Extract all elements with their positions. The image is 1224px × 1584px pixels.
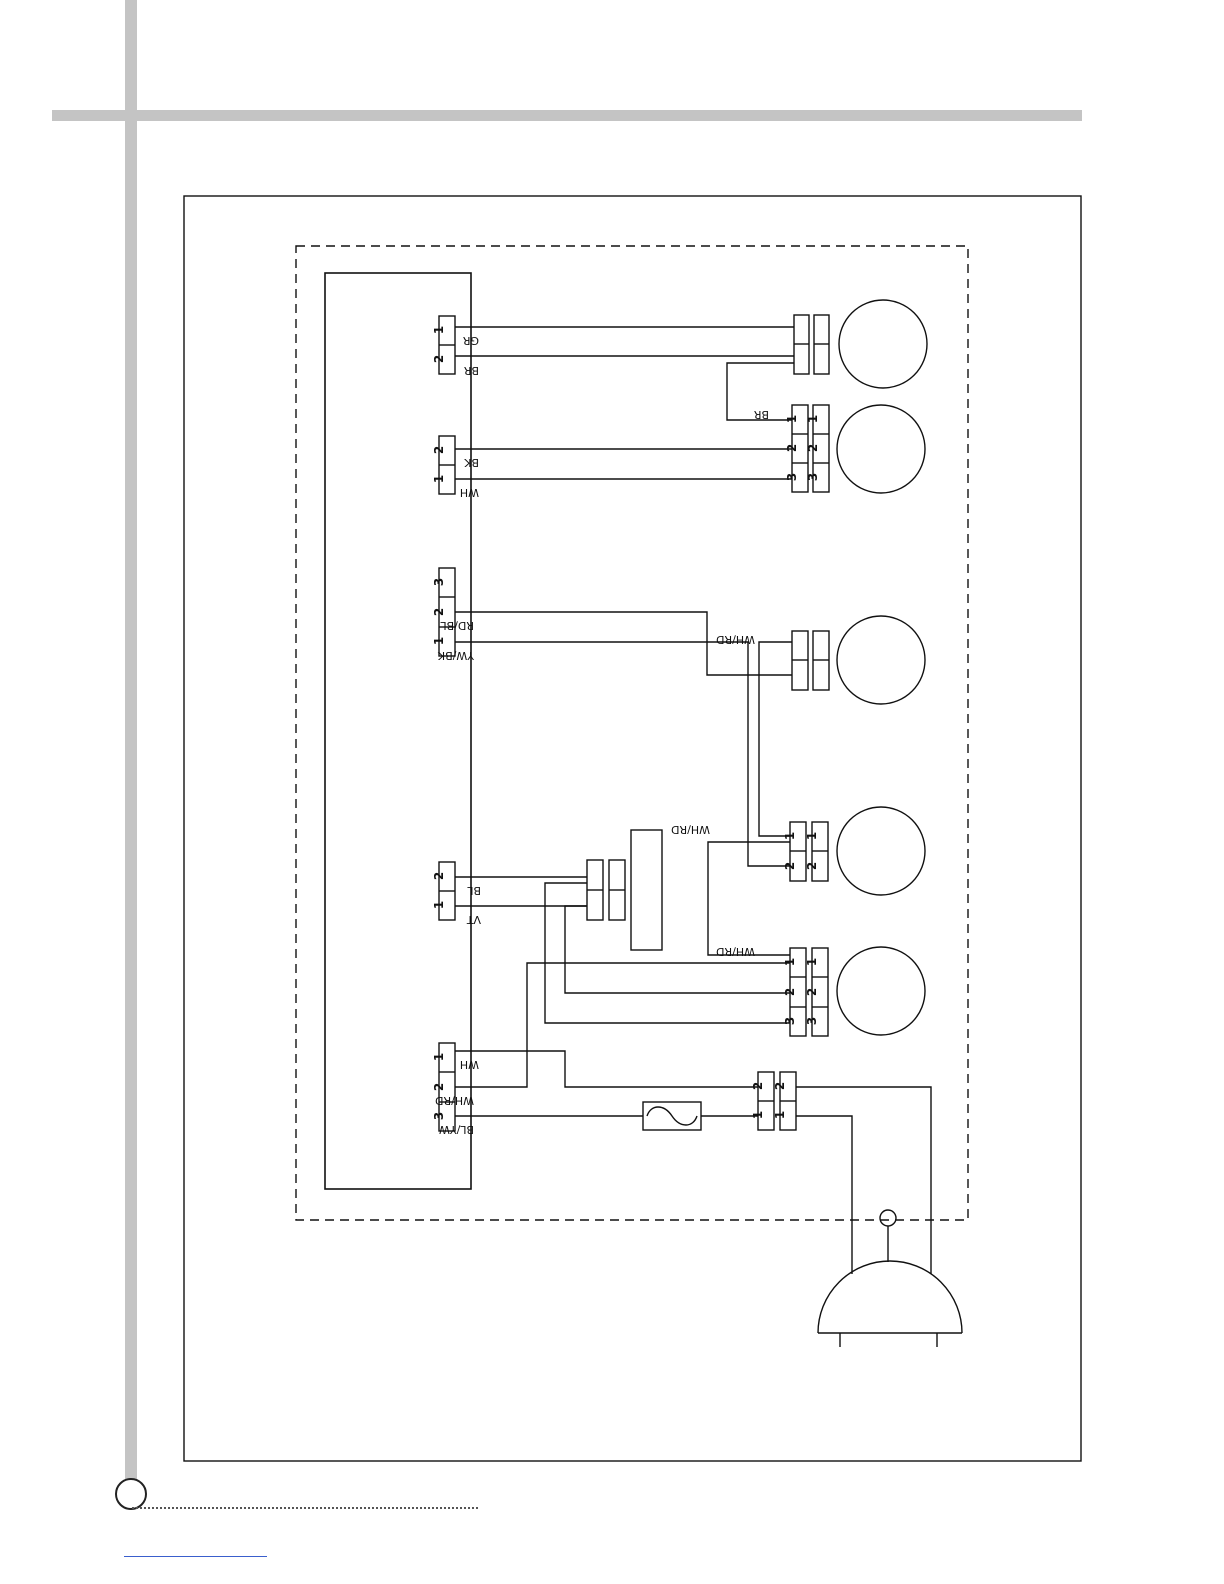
pin-number: 1 bbox=[805, 958, 819, 966]
power-plug bbox=[818, 1261, 962, 1333]
pin-number: 1 bbox=[785, 415, 799, 423]
pin-number: 2 bbox=[773, 1082, 787, 1090]
component-circle-3 bbox=[837, 616, 925, 704]
pin-number: 2 bbox=[432, 1083, 446, 1091]
pin-number: 1 bbox=[783, 832, 797, 840]
label-bk: BK bbox=[463, 456, 479, 469]
pin-number: 2 bbox=[432, 872, 446, 880]
label-gr: GR bbox=[462, 334, 479, 347]
pin-number: 2 bbox=[751, 1082, 765, 1090]
pin-number: 1 bbox=[783, 958, 797, 966]
footer-link-rule bbox=[124, 1556, 267, 1557]
pin-number: 3 bbox=[783, 1017, 797, 1025]
pin-number: 1 bbox=[432, 1053, 446, 1061]
pin-number: 2 bbox=[783, 862, 797, 870]
pin-number: 3 bbox=[432, 578, 446, 586]
pin-number: 2 bbox=[805, 988, 819, 996]
pin-number: 1 bbox=[432, 326, 446, 334]
label-wh-rd-b: WH/RD bbox=[716, 633, 755, 646]
label-wh-a: WH bbox=[460, 486, 479, 499]
component-circle-4 bbox=[837, 807, 925, 895]
middle-component bbox=[631, 830, 662, 950]
pin-number: 3 bbox=[785, 473, 799, 481]
label-wh-rd-a: WH/RD bbox=[435, 1094, 474, 1107]
pin-number: 2 bbox=[785, 444, 799, 452]
label-wh-rd-d: WH/RD bbox=[716, 945, 755, 958]
pin-number: 2 bbox=[432, 446, 446, 454]
label-yw-bk: YW/BK bbox=[437, 649, 475, 662]
label-wh-b: WH bbox=[460, 1058, 479, 1071]
pin-number: 3 bbox=[806, 473, 820, 481]
diagram-frame bbox=[184, 196, 1081, 1461]
pin-number: 1 bbox=[805, 832, 819, 840]
control-board bbox=[325, 273, 471, 1189]
pin-number: 2 bbox=[432, 608, 446, 616]
pin-number: 2 bbox=[806, 444, 820, 452]
label-br-b: BR bbox=[753, 408, 769, 421]
pin-number: 1 bbox=[806, 415, 820, 423]
label-bl-yw: BL/YW bbox=[439, 1123, 474, 1136]
ground-terminal bbox=[880, 1210, 896, 1226]
pin-number: 2 bbox=[432, 355, 446, 363]
page-number-circle bbox=[115, 1478, 147, 1510]
unit-boundary bbox=[296, 246, 968, 1220]
label-wh-rd-c: WH/RD bbox=[671, 823, 710, 836]
pin-number: 1 bbox=[773, 1111, 787, 1119]
pin-number: 3 bbox=[432, 1112, 446, 1120]
pin-number: 3 bbox=[805, 1017, 819, 1025]
label-vt: VT bbox=[466, 913, 481, 926]
pin-number: 1 bbox=[432, 637, 446, 645]
component-circle-1 bbox=[839, 300, 927, 388]
pin-number: 1 bbox=[432, 475, 446, 483]
component-circle-2 bbox=[837, 405, 925, 493]
label-bl: BL bbox=[466, 884, 481, 897]
pin-number: 1 bbox=[751, 1111, 765, 1119]
label-rd-bl: RD/BL bbox=[440, 619, 474, 632]
pin-number: 1 bbox=[432, 901, 446, 909]
footer-dotted-rule bbox=[132, 1507, 478, 1509]
label-br-a: BR bbox=[463, 364, 479, 377]
component-circle-5 bbox=[837, 947, 925, 1035]
pin-number: 2 bbox=[783, 988, 797, 996]
pin-number: 2 bbox=[805, 862, 819, 870]
